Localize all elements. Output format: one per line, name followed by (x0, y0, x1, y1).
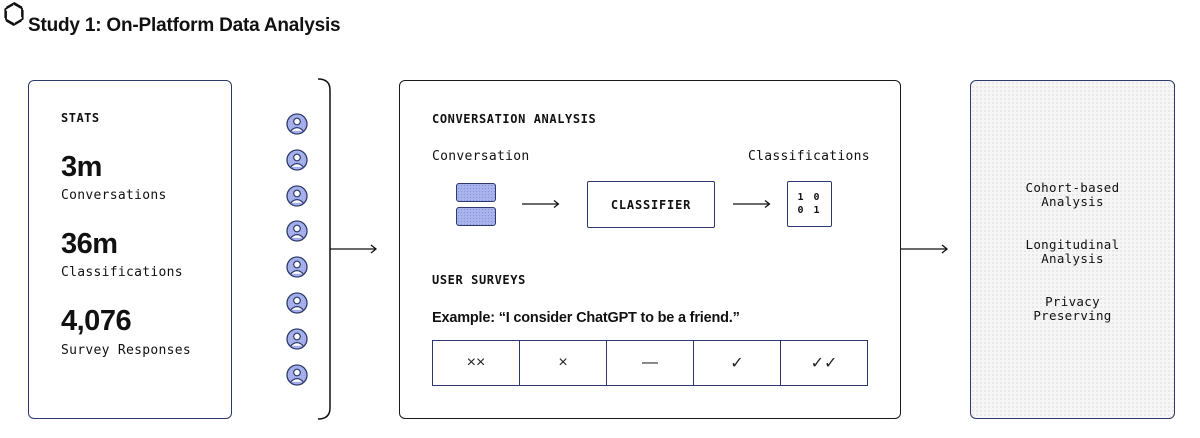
output-longitudinal-analysis: Longitudinal Analysis (1025, 237, 1120, 266)
conversation-label: Conversation (432, 149, 530, 164)
user-icon (286, 256, 308, 278)
arrow-to-outputs (901, 244, 949, 254)
user-group-bracket (317, 78, 331, 420)
neutral-cell: — (607, 341, 694, 385)
user-icon (286, 149, 308, 171)
strongly-agree-cell: ✓✓ (810, 355, 838, 372)
user-icon (286, 292, 308, 314)
arrow-to-classifier-icon (522, 200, 560, 208)
matrix-row: 1 0 (797, 192, 822, 203)
matrix-row: 0 1 (797, 205, 822, 216)
user-icon (286, 363, 308, 386)
stat-survey-label: Survey Responses (61, 343, 192, 358)
survey-example: Example: “I consider ChatGPT to be a fri… (432, 310, 740, 326)
disagree-cell: × (520, 341, 607, 385)
conversation-message-icon (456, 207, 496, 226)
user-icon (286, 184, 308, 207)
arrow-to-classifications-icon (733, 200, 771, 208)
stat-survey-value: 4,076 (61, 305, 132, 337)
output-privacy-preserving: Privacy Preserving (1033, 294, 1112, 323)
classifications-label: Classifications (748, 149, 870, 164)
arrow-to-analysis (330, 244, 378, 254)
page-title: Study 1: On-Platform Data Analysis (28, 15, 341, 36)
output-cohort-analysis: Cohort-based Analysis (1025, 180, 1120, 209)
outputs-panel: Cohort-based Analysis Longitudinal Analy… (970, 80, 1175, 419)
conversation-message-icon (456, 183, 496, 202)
user-icon (286, 328, 308, 350)
stat-classifications-value: 36m (61, 228, 118, 260)
user-surveys-heading: USER SURVEYS (432, 273, 526, 287)
agree-cell: ✓ (694, 341, 781, 385)
user-icon (286, 113, 308, 135)
stat-conversations-label: Conversations (61, 188, 167, 203)
stats-heading: STATS (61, 111, 100, 125)
user-icon (286, 220, 308, 243)
likert-scale: ×× × — ✓ ✓✓ (432, 340, 868, 386)
stats-panel: STATS 3m Conversations 36m Classificatio… (28, 80, 232, 419)
classification-matrix: 1 0 0 1 (787, 181, 832, 227)
stat-conversations-value: 3m (61, 151, 102, 183)
analysis-panel: CONVERSATION ANALYSIS Conversation Class… (399, 80, 901, 419)
conversation-analysis-heading: CONVERSATION ANALYSIS (432, 112, 597, 126)
strongly-disagree-cell: ×× (433, 341, 520, 385)
openai-logo-icon (4, 2, 24, 26)
classifier-box: CLASSIFIER (587, 181, 715, 228)
stat-classifications-label: Classifications (61, 265, 183, 280)
